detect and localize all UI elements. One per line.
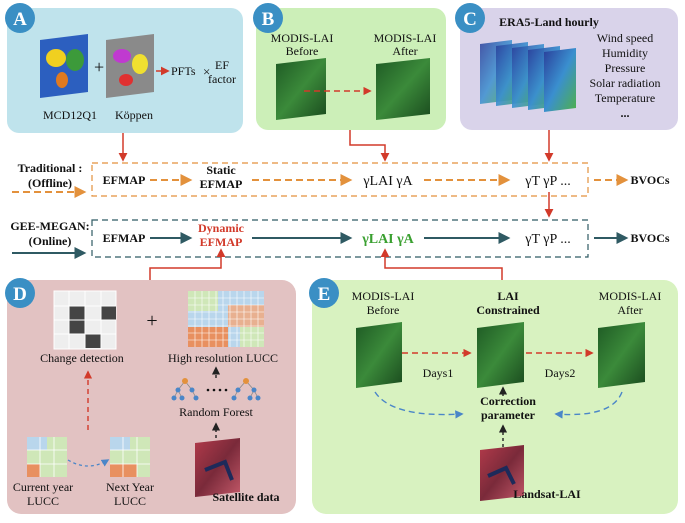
b-after-image	[376, 58, 430, 120]
correction-line1: Correction	[480, 394, 536, 408]
offline-label: (Offline)	[28, 176, 72, 190]
gee-bvocs: BVOCs	[630, 231, 669, 245]
c-title: ERA5-Land hourly	[499, 15, 599, 29]
gee-gamma-lai: γLAI γA	[361, 232, 414, 247]
b-before-line2: Before	[286, 44, 319, 58]
panel-e-letter: E	[318, 284, 331, 305]
e-after-image	[598, 322, 645, 388]
mcd12q1-label: MCD12Q1	[43, 108, 97, 122]
change-detection-label: Change detection	[40, 351, 124, 365]
days2-label: Days2	[545, 366, 576, 380]
b-after-line2: After	[392, 44, 417, 58]
dynamic-efmap: EFMAP	[200, 235, 243, 249]
static-label: Static	[206, 163, 236, 177]
b-before-line1: MODIS-LAI	[271, 31, 334, 45]
traditional-row: Traditional : (Offline) EFMAP Static EFM…	[12, 161, 670, 198]
high-res-lucc-grid	[188, 291, 264, 347]
c-var-5: ...	[621, 106, 630, 120]
change-detection-grid	[53, 290, 117, 350]
panel-a-plus: +	[94, 57, 104, 77]
panel-e: E MODIS-LAI Before LAI Constrained MODIS…	[309, 278, 678, 514]
trad-gamma-tp: γT γP ...	[524, 174, 570, 189]
b-before-image	[276, 58, 326, 120]
panel-d-badge	[5, 278, 35, 308]
c-var-2: Pressure	[605, 61, 646, 75]
satellite-image	[195, 438, 240, 497]
ef-label: EF	[215, 58, 229, 72]
c-var-3: Solar radiation	[590, 76, 661, 90]
e-after-line1: MODIS-LAI	[599, 289, 662, 303]
times-symbol: ×	[203, 64, 210, 79]
days1-label: Days1	[423, 366, 454, 380]
next-lucc-label: LUCC	[114, 494, 146, 508]
gee-gamma-tp: γT γP ...	[524, 232, 570, 247]
c-var-0: Wind speed	[597, 31, 654, 45]
random-forest-label: Random Forest	[179, 405, 253, 419]
current-year-label: Current year	[13, 480, 73, 494]
high-res-lucc-label: High resolution LUCC	[168, 351, 278, 365]
panel-a-letter: A	[13, 9, 27, 30]
era5-image-stack	[480, 40, 576, 112]
e-before-image	[356, 322, 402, 388]
correction-line2: parameter	[481, 408, 536, 422]
online-label: (Online)	[29, 234, 72, 248]
e-constrained-line1: LAI	[497, 289, 519, 303]
e-before-line1: MODIS-LAI	[352, 289, 415, 303]
koppen-label: Köppen	[115, 108, 153, 122]
c-var-1: Humidity	[602, 46, 648, 60]
panel-b-badge	[253, 3, 283, 33]
panel-b-letter: B	[262, 9, 275, 30]
e-after-line2: After	[617, 303, 642, 317]
factor-label: factor	[208, 72, 236, 86]
panel-a-badge	[5, 3, 35, 33]
trad-efmap: EFMAP	[103, 173, 146, 187]
e-constrained-line2: Constrained	[476, 303, 540, 317]
panel-d-letter: D	[13, 284, 27, 305]
panel-d-plus: +	[146, 310, 157, 332]
current-lucc-grid	[27, 437, 67, 477]
panel-c-badge	[455, 3, 485, 33]
pfts-label: PFTs	[171, 64, 196, 78]
trad-bvocs: BVOCs	[630, 173, 669, 187]
e-before-line2: Before	[367, 303, 400, 317]
random-forest-icon	[173, 380, 259, 399]
gee-row: GEE-MEGAN: (Online) EFMAP Dynamic EFMAP …	[10, 219, 670, 259]
landsat-image	[480, 445, 524, 501]
satellite-label: Satellite data	[213, 490, 280, 504]
current-lucc-label: LUCC	[27, 494, 59, 508]
dynamic-label: Dynamic	[198, 221, 245, 235]
traditional-label: Traditional :	[18, 161, 83, 175]
next-year-label: Next Year	[106, 480, 154, 494]
c-var-4: Temperature	[595, 91, 655, 105]
panel-a: A + PFTs × EF factor MCD12Q1 Köppen	[5, 3, 243, 133]
trad-gamma-lai: γLAI γA	[362, 174, 413, 189]
next-lucc-grid	[110, 437, 150, 477]
panel-c-letter: C	[463, 9, 477, 30]
panel-e-badge	[309, 278, 339, 308]
panel-c: C ERA5-Land hourly Wind speed Humidity P…	[455, 3, 678, 130]
gee-efmap: EFMAP	[103, 231, 146, 245]
b-after-line1: MODIS-LAI	[374, 31, 437, 45]
e-constrained-image	[477, 322, 524, 388]
panel-b: B MODIS-LAI Before MODIS-LAI After	[253, 3, 446, 130]
static-efmap: EFMAP	[200, 177, 243, 191]
panel-d: D + Change detection High resolution LUC…	[5, 278, 296, 514]
gee-label: GEE-MEGAN:	[10, 219, 89, 233]
landsat-label: Landsat-LAI	[513, 487, 581, 501]
